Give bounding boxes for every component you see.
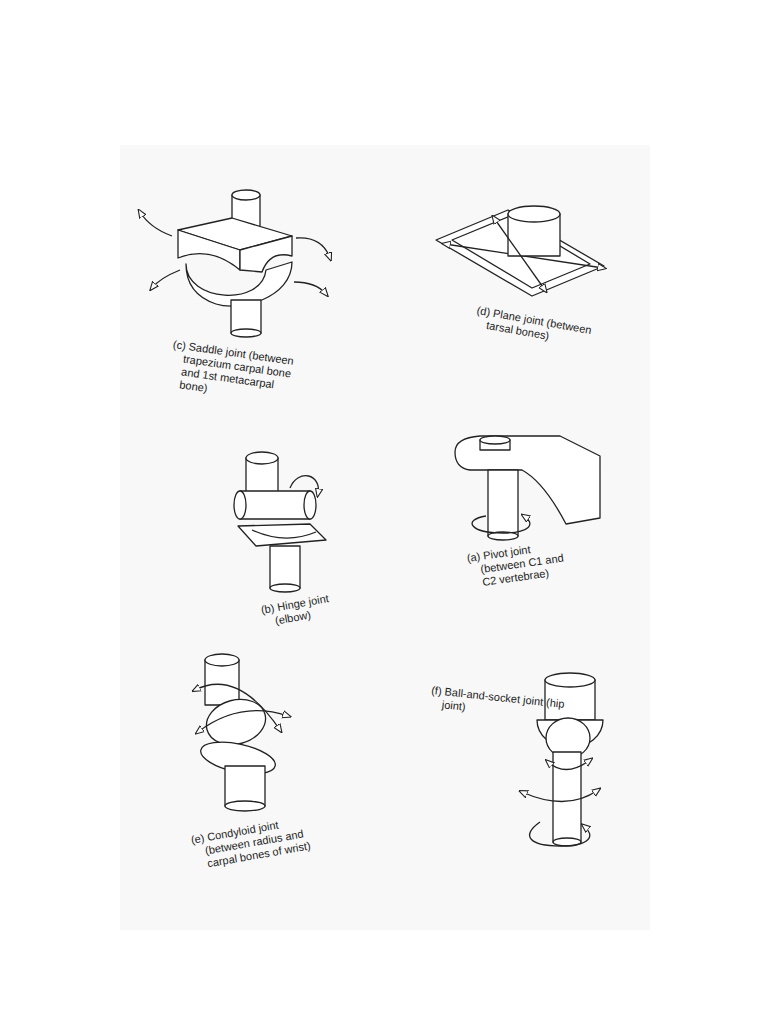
saddle-joint-figure (140, 190, 330, 337)
paper-ground (120, 145, 650, 930)
plane-joint-figure (436, 206, 604, 296)
hinge-joint-figure (234, 452, 326, 592)
pivot-joint-figure (455, 436, 600, 540)
condyloid-joint-figure (195, 654, 288, 811)
